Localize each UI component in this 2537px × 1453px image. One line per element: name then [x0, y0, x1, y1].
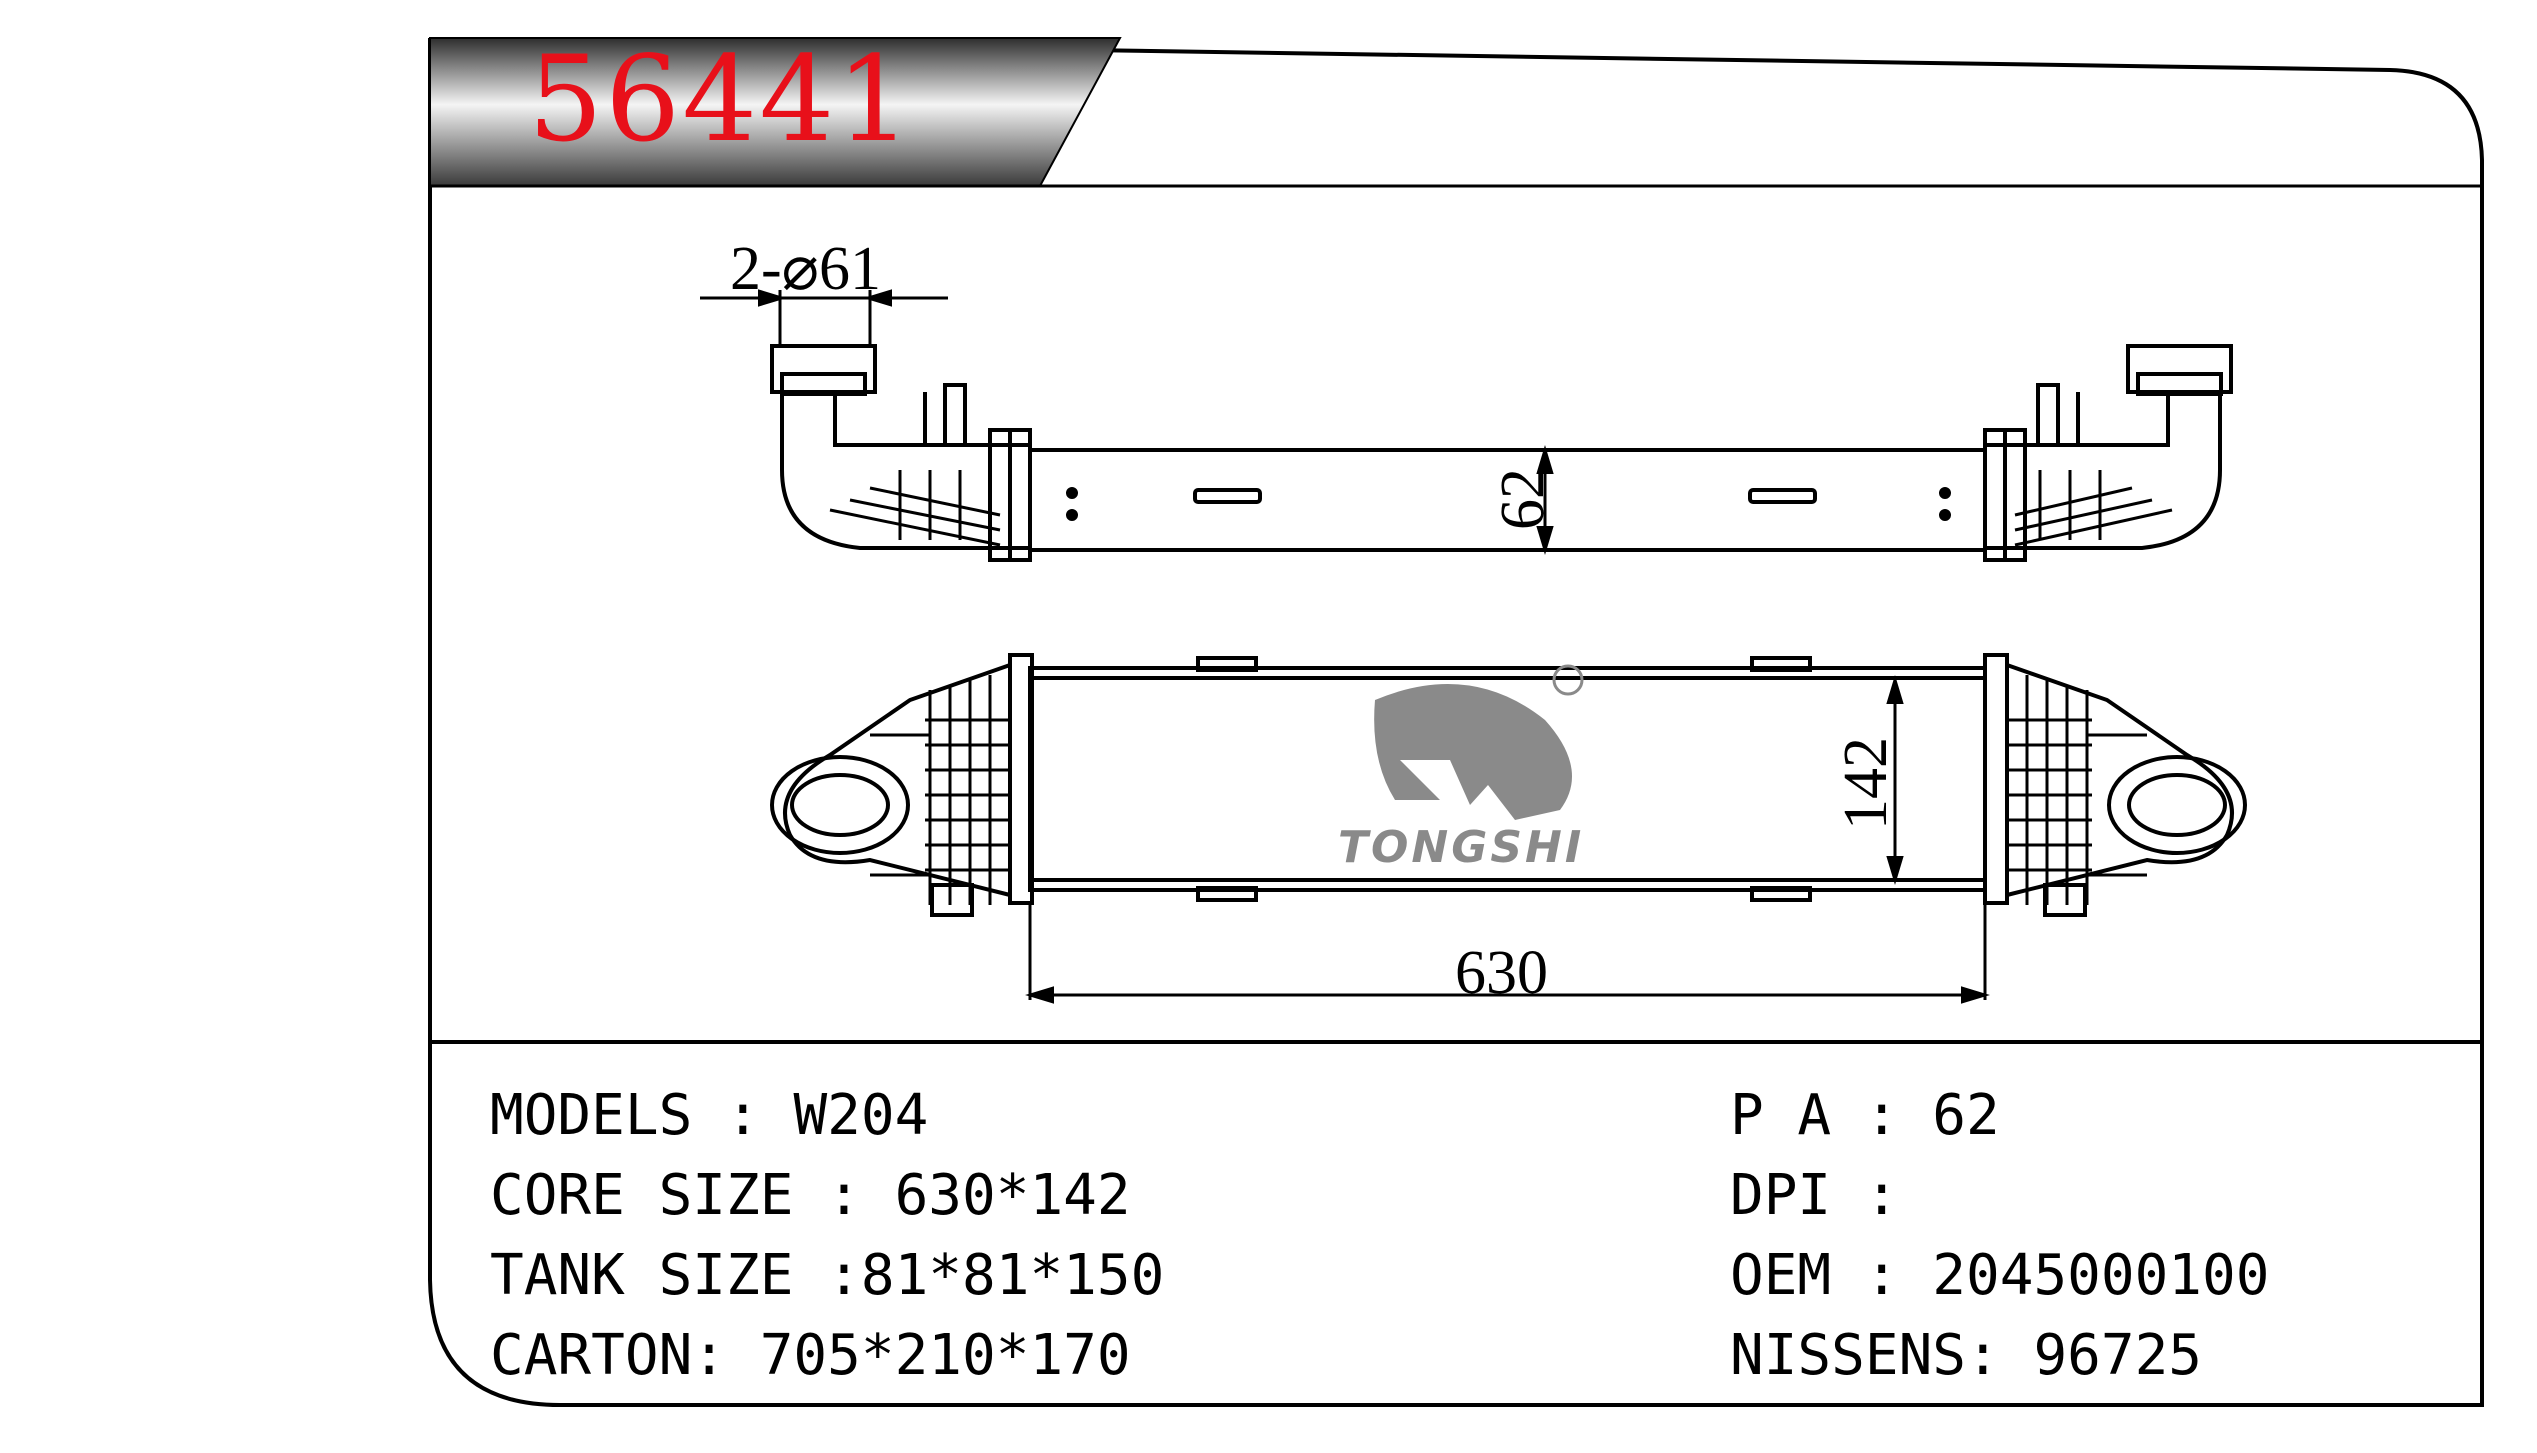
spec-core-size-value: 630*142: [894, 1163, 1131, 1228]
spec-pa: P A : 62: [1730, 1088, 2000, 1144]
height-dimension-label: 142: [1832, 737, 1900, 830]
spec-nissens-value: 96725: [2033, 1323, 2203, 1388]
width-dimension-label: 630: [1455, 939, 1548, 1007]
brand-logo: [1374, 664, 1584, 820]
part-number: 56441: [528, 30, 914, 168]
spec-dpi: DPI :: [1730, 1168, 1932, 1224]
spec-tank-size-label: TANK SIZE :: [490, 1243, 861, 1308]
spec-oem: OEM : 2045000100: [1730, 1248, 2269, 1304]
spec-tank-size-value: 81*81*150: [860, 1243, 1165, 1308]
spec-core-size-label: CORE SIZE :: [490, 1163, 895, 1228]
spec-pa-label: P A :: [1730, 1083, 1933, 1148]
spec-nissens-label: NISSENS:: [1730, 1323, 2034, 1388]
side-view: [700, 289, 2233, 562]
spec-models: MODELS : W204: [490, 1088, 928, 1144]
spec-carton-value: 705*210*170: [759, 1323, 1131, 1388]
spec-oem-value: 2045000100: [1932, 1243, 2270, 1308]
spec-dpi-label: DPI :: [1730, 1163, 1933, 1228]
spec-carton-label: CARTON:: [490, 1323, 760, 1388]
spec-tank-size: TANK SIZE :81*81*150: [490, 1248, 1164, 1304]
spec-oem-label: OEM :: [1730, 1243, 1933, 1308]
spec-pa-value: 62: [1932, 1083, 2000, 1148]
spec-nissens: NISSENS: 96725: [1730, 1328, 2202, 1384]
front-view: [770, 653, 2247, 1004]
thickness-dimension-label: 62: [1489, 468, 1557, 530]
spec-core-size: CORE SIZE : 630*142: [490, 1168, 1131, 1224]
spec-models-label: MODELS :: [490, 1083, 794, 1148]
brand-name: TONGSHI: [1338, 822, 1585, 873]
spec-models-value: W204: [793, 1083, 929, 1148]
spec-carton: CARTON: 705*210*170: [490, 1328, 1131, 1384]
sheet-frame: [428, 37, 2484, 1407]
inlet-dimension-label: 2-⌀61: [730, 235, 881, 303]
